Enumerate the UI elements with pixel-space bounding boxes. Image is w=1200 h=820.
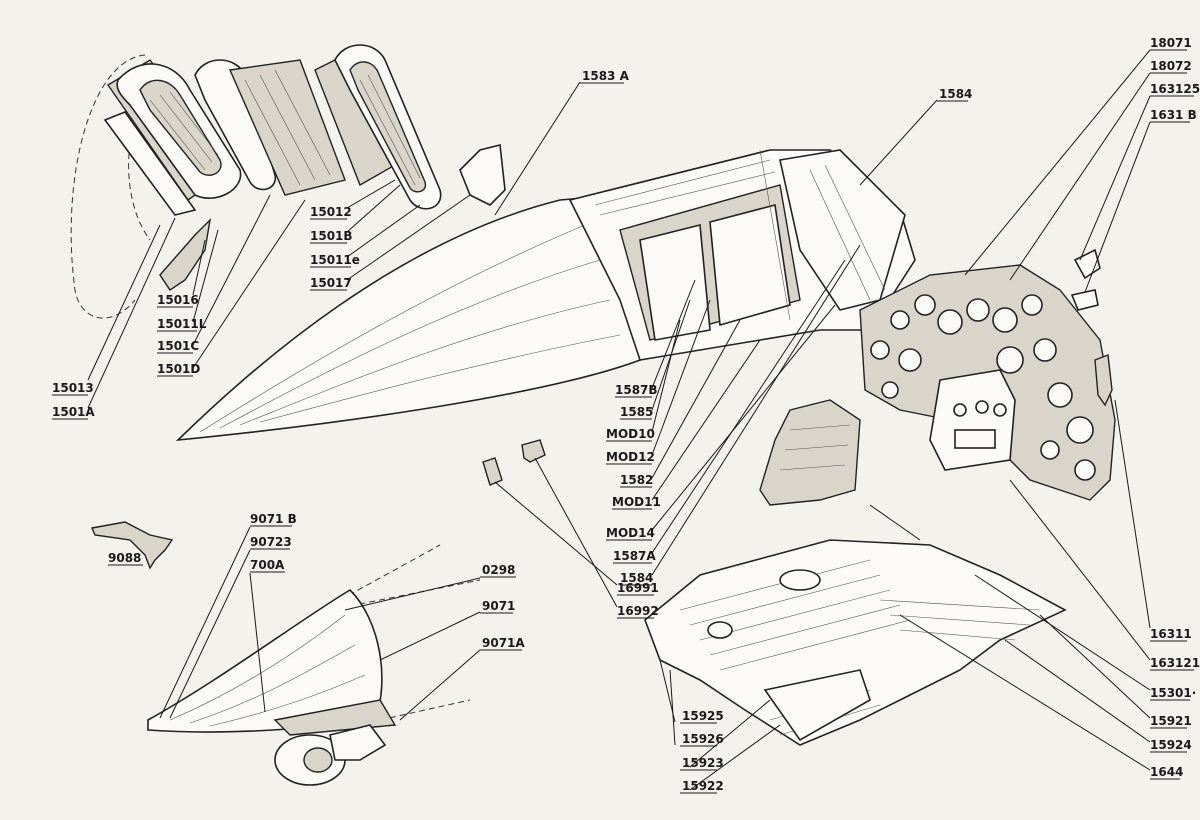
- label-18071: 18071: [1150, 36, 1192, 50]
- label-90723: 90723: [250, 535, 292, 549]
- label-15924: 15924: [1150, 738, 1192, 752]
- label-9071A: 9071A: [482, 636, 525, 650]
- intake-duct-3: [314, 44, 442, 210]
- label-15017: 15017: [310, 276, 352, 290]
- label-1501C: 1501C: [157, 339, 199, 353]
- intake-duct-1: [103, 59, 242, 216]
- label-1501A: 1501A: [52, 405, 95, 419]
- label-15925: 15925: [682, 709, 724, 723]
- label-9071: 9071: [482, 599, 515, 613]
- label-MOD10: MOD10: [606, 427, 655, 441]
- intake-duct-group: [70, 44, 506, 319]
- label-15013: 15013: [52, 381, 94, 395]
- console-bracket: [759, 399, 861, 506]
- cockpit-frame: [568, 149, 916, 361]
- panel-mount-bottom: [1070, 289, 1099, 311]
- label-1501D: 1501D: [157, 362, 200, 376]
- panel-mount-top: [1073, 248, 1101, 280]
- label-1585: 1585: [620, 405, 653, 419]
- label-15926: 15926: [682, 732, 724, 746]
- label-15921: 15921: [1150, 714, 1192, 728]
- intake-duct-2: [194, 59, 346, 196]
- small-clips: [482, 439, 546, 486]
- clip-16992: [482, 457, 503, 486]
- label-1583A: 1583 A: [582, 69, 630, 83]
- label-16991-visible: 16991: [617, 581, 659, 595]
- label-15012: 15012: [310, 205, 352, 219]
- label-1644: 1644: [1150, 765, 1183, 779]
- part-labels: 15013 1501A 15016 15011L 1501C 1501D 150…: [52, 36, 1200, 794]
- label-15011L: 15011L: [157, 317, 207, 331]
- label-1587B: 1587B: [615, 383, 658, 397]
- label-163125: 163125: [1150, 82, 1200, 96]
- tail-cone: [147, 544, 481, 786]
- label-1631B: 1631 B: [1150, 108, 1197, 122]
- floor-boards: [644, 539, 1067, 746]
- label-1582: 1582: [620, 473, 653, 487]
- label-15923: 15923: [682, 756, 724, 770]
- panel-gauges: [870, 294, 1096, 481]
- duct-clamp: [159, 217, 212, 291]
- label-15301: 15301·: [1150, 686, 1196, 700]
- label-9071B: 9071 B: [250, 512, 297, 526]
- label-18072: 18072: [1150, 59, 1192, 73]
- label-700A: 700A: [250, 558, 285, 572]
- part-9088: [91, 521, 174, 570]
- instrument-panel: [859, 248, 1116, 501]
- label-16311: 16311: [1150, 627, 1192, 641]
- label-9088: 9088: [108, 551, 141, 565]
- clip-16991: [521, 439, 546, 463]
- duct-bracket: [459, 144, 506, 206]
- label-MOD12: MOD12: [606, 450, 655, 464]
- label-1584-bottom: 1584: [620, 571, 653, 585]
- tail-wheel-fork: [329, 724, 387, 761]
- sub-panel: [929, 369, 1016, 471]
- panel-bracket: [1094, 354, 1113, 407]
- label-1587A: 1587A: [613, 549, 656, 563]
- label-MOD11: MOD11: [612, 495, 661, 509]
- label-15922: 15922: [682, 779, 724, 793]
- label-MOD14: MOD14: [606, 526, 655, 540]
- label-1501B: 1501B: [310, 229, 353, 243]
- leader-lines: [87, 49, 1151, 791]
- label-1584-top: 1584: [939, 87, 972, 101]
- label-0298: 0298: [482, 563, 515, 577]
- label-163121: 163121: [1150, 656, 1200, 670]
- nose-cone: [175, 194, 645, 442]
- label-15011e: 15011e: [310, 253, 360, 267]
- label-16992: 16992: [617, 604, 659, 618]
- label-15016: 15016: [157, 293, 199, 307]
